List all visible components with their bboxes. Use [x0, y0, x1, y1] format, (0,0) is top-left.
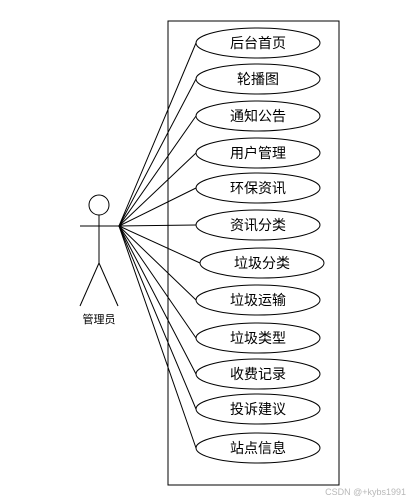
use-case-ellipse [195, 172, 321, 204]
use-case: 垃圾运输 [195, 284, 321, 316]
use-case: 轮播图 [195, 63, 321, 95]
association-line [118, 225, 197, 375]
use-case-label: 垃圾运输 [230, 293, 286, 309]
association-lines [118, 42, 201, 449]
association-line [118, 78, 197, 227]
use-case-label: 环保资讯 [230, 181, 286, 197]
use-case: 环保资讯 [195, 172, 321, 204]
association-line [118, 225, 201, 264]
use-case-ellipse [195, 209, 321, 241]
use-case: 后台首页 [195, 27, 321, 59]
use-case-ellipse [195, 432, 321, 464]
actor-left-leg [79, 262, 100, 307]
use-case-label: 站点信息 [230, 440, 286, 457]
association-line [118, 225, 197, 301]
system-boundary [167, 20, 340, 486]
actor-figure [79, 194, 119, 307]
association-line [118, 224, 197, 227]
use-case-label: 收费记录 [230, 367, 286, 383]
use-case: 收费记录 [195, 358, 321, 390]
use-case-label: 轮播图 [237, 72, 279, 88]
use-case-label: 投诉建议 [230, 402, 286, 418]
watermark: CSDN @+kybs1991 [325, 487, 406, 497]
association-line [118, 42, 197, 227]
association-line [118, 225, 197, 339]
use-case-ellipse [195, 358, 321, 390]
association-line [118, 225, 197, 449]
use-case-ellipse [195, 284, 321, 316]
use-case-label: 垃圾类型 [230, 331, 286, 347]
use-case-label: 垃圾分类 [234, 256, 290, 272]
association-line [118, 115, 197, 227]
use-case-ellipse [195, 63, 321, 95]
use-case: 垃圾类型 [195, 322, 321, 354]
use-case: 用户管理 [195, 137, 321, 169]
association-line [118, 152, 197, 227]
use-case-label: 资讯分类 [230, 218, 286, 234]
use-case-list: 后台首页轮播图通知公告用户管理环保资讯资讯分类垃圾分类垃圾运输垃圾类型收费记录投… [195, 27, 325, 464]
use-case-ellipse [195, 137, 321, 169]
use-case: 垃圾分类 [199, 247, 325, 279]
use-case: 站点信息 [195, 432, 321, 464]
use-case-ellipse [199, 247, 325, 279]
use-case-label: 通知公告 [230, 108, 286, 125]
use-case: 通知公告 [195, 100, 321, 132]
association-line [118, 187, 197, 227]
use-case-ellipse [195, 322, 321, 354]
use-case-ellipse [195, 393, 321, 425]
actor-label: 管理员 [83, 312, 116, 326]
use-case: 投诉建议 [195, 393, 321, 425]
use-case-label: 用户管理 [230, 145, 286, 162]
use-case-ellipse [195, 27, 321, 59]
actor-head [88, 194, 110, 216]
use-case-label: 后台首页 [230, 36, 286, 52]
use-case: 资讯分类 [195, 209, 321, 241]
association-line [118, 225, 197, 410]
use-case-ellipse [195, 100, 321, 132]
actor-right-leg [98, 262, 119, 307]
